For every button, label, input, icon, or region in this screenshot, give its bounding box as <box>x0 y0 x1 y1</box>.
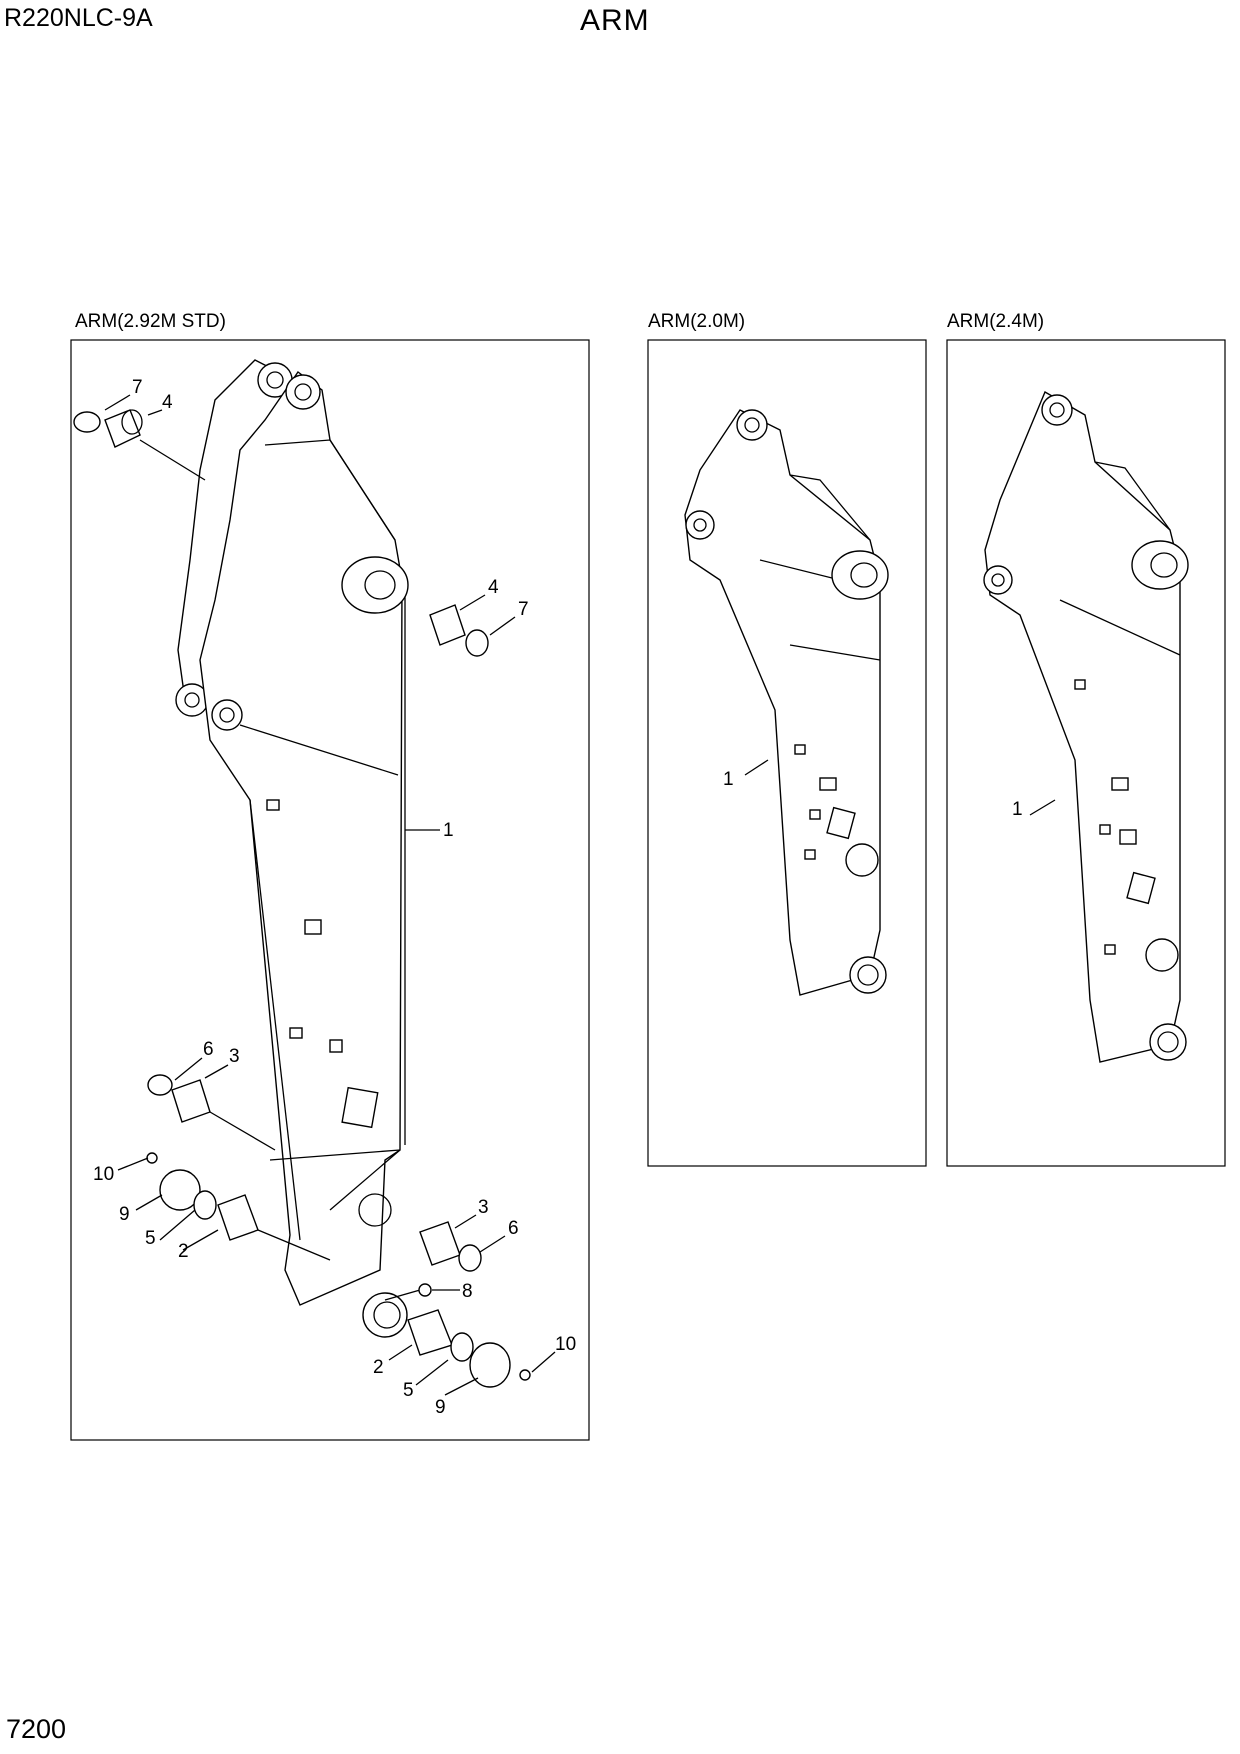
leader-lines-main <box>104 394 556 1396</box>
callout-7: 7 <box>518 599 529 620</box>
page-title: ARM <box>580 4 650 37</box>
panel-frame-medium <box>946 339 1226 1167</box>
model-number: R220NLC-9A <box>4 4 153 32</box>
callout-4: 4 <box>488 577 499 598</box>
arm-short-drawing <box>684 409 889 996</box>
callout-1-medium: 1 <box>1012 799 1023 820</box>
panel-frame-short <box>647 339 927 1167</box>
callout-4: 4 <box>162 392 173 413</box>
callouts-main: 7 4 4 7 1 6 3 10 9 5 2 3 6 8 2 5 9 10 <box>93 377 576 1418</box>
panel-frame-main <box>70 339 590 1441</box>
panel-title-short: ARM(2.0M) <box>648 311 746 332</box>
callout-6: 6 <box>203 1039 214 1060</box>
callout-10: 10 <box>93 1164 114 1185</box>
arm-main-drawing <box>73 359 531 1388</box>
callout-9: 9 <box>435 1397 446 1418</box>
callout-5: 5 <box>403 1380 414 1401</box>
page-number: 7200 <box>6 1714 67 1744</box>
callout-6: 6 <box>508 1218 519 1239</box>
callout-5: 5 <box>145 1228 156 1249</box>
callout-8: 8 <box>462 1281 473 1302</box>
callout-1: 1 <box>443 820 454 841</box>
arm-medium-drawing <box>983 390 1189 1063</box>
callout-10: 10 <box>555 1334 576 1355</box>
panel-title-main: ARM(2.92M STD) <box>75 311 226 332</box>
panel-title-medium: ARM(2.4M) <box>947 311 1045 332</box>
callout-3: 3 <box>229 1046 240 1067</box>
callout-3: 3 <box>478 1197 489 1218</box>
callout-1-short: 1 <box>723 769 734 790</box>
callout-2: 2 <box>373 1357 384 1378</box>
callout-2: 2 <box>178 1241 189 1262</box>
callouts-side: 1 1 <box>723 769 1023 820</box>
callout-9: 9 <box>119 1204 130 1225</box>
callout-7: 7 <box>132 377 143 398</box>
